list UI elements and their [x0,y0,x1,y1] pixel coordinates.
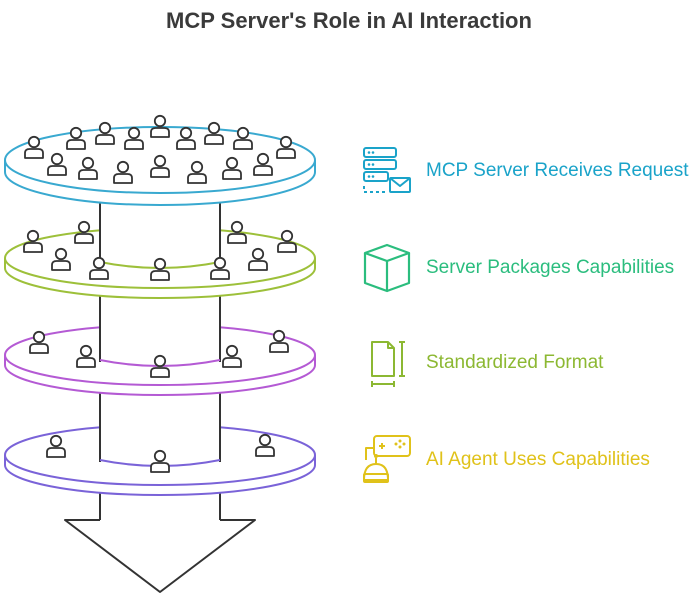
layer-3 [4,320,316,396]
step-label-1: MCP Server Receives Request [426,160,689,181]
step-label-4: AI Agent Uses Capabilities [426,449,650,470]
layer-4 [4,420,316,496]
box-icon [363,243,411,293]
layer-2 [4,205,316,299]
server-mail-icon [363,147,411,193]
down-arrow [64,519,256,593]
layer-1 [4,114,316,206]
diagram-title: MCP Server's Role in AI Interaction [166,8,532,33]
document-measure-icon [371,341,405,387]
step-label-2: Server Packages Capabilities [426,257,675,278]
step-label-3: Standardized Format [426,352,604,373]
robot-gamepad-icon [363,435,411,483]
